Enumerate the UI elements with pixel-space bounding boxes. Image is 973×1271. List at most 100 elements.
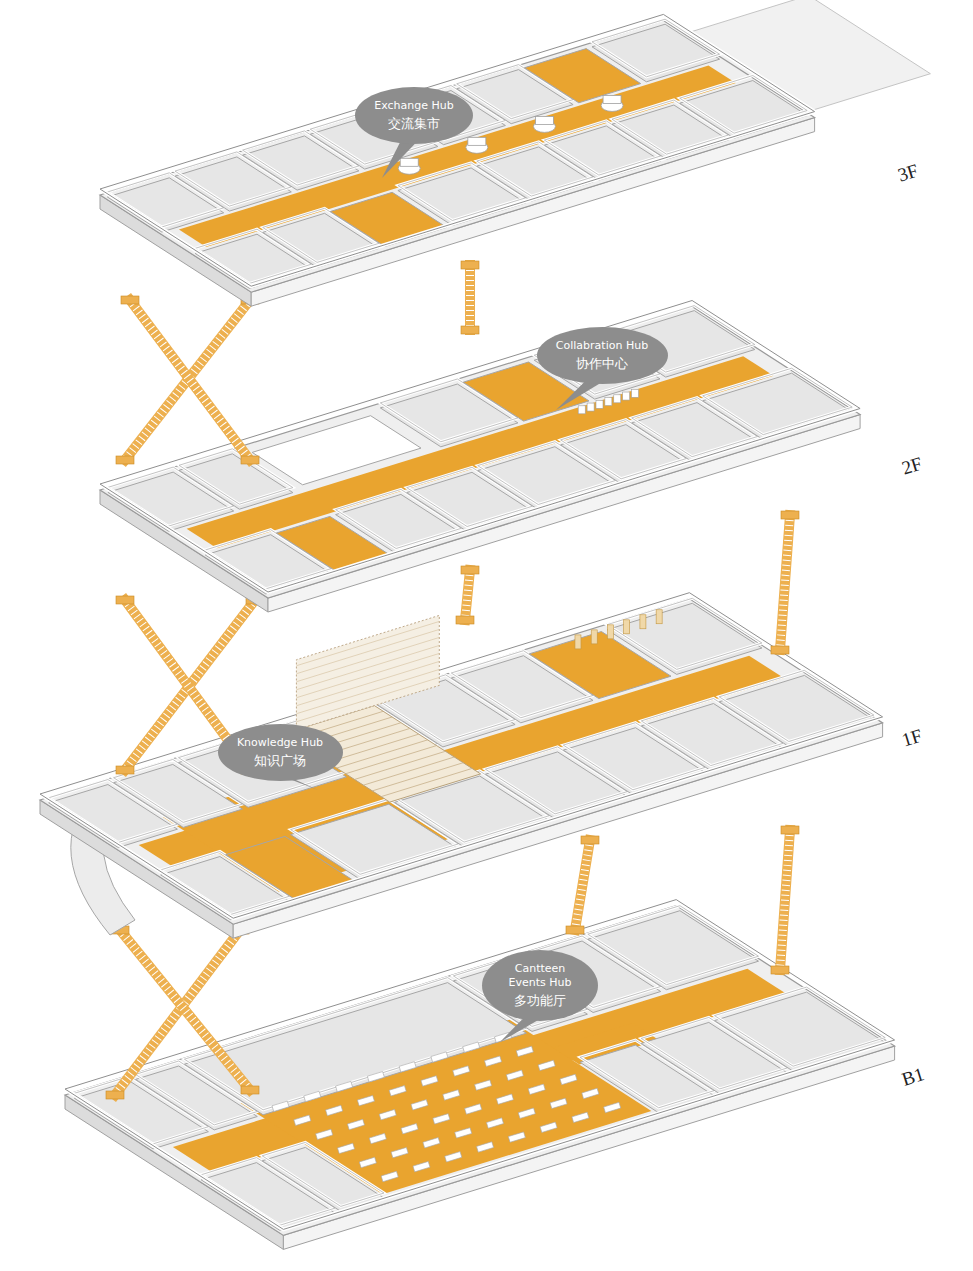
book-shelf <box>296 621 439 665</box>
canteen-table <box>560 1074 577 1084</box>
stair-landing <box>771 966 789 974</box>
canteen-table <box>433 1114 450 1124</box>
floor-plate <box>100 301 860 613</box>
room-wall-edge <box>703 368 853 435</box>
seating-step <box>381 768 472 796</box>
canteen-table <box>347 1119 364 1129</box>
display-stand <box>656 610 662 624</box>
stair-step <box>575 840 590 930</box>
book-shelf <box>296 629 439 673</box>
stair-landing <box>116 456 134 464</box>
bubble-ellipse <box>218 724 343 781</box>
book-shelf <box>296 677 439 721</box>
market-stall-top <box>603 95 621 103</box>
stair-landing <box>121 296 139 304</box>
stair-landing <box>461 261 479 269</box>
canteen-table <box>540 1122 557 1132</box>
bubble-shape <box>217 723 344 782</box>
display-stand <box>607 625 613 639</box>
bubble-shape <box>354 86 474 145</box>
workbench <box>578 406 585 414</box>
stair <box>575 840 590 930</box>
stair-step <box>465 570 470 620</box>
workbench <box>596 400 603 408</box>
canteen-table <box>379 1109 396 1119</box>
canteen-table <box>391 1147 408 1157</box>
canteen-table <box>413 1161 430 1171</box>
book-wall <box>296 615 439 729</box>
stair-landing <box>461 326 479 334</box>
stair-step <box>780 515 790 650</box>
canteen-table <box>411 1100 428 1110</box>
bubble-text-group: Exchange Hub交流集市 <box>374 99 453 132</box>
market-stall-top <box>400 158 418 166</box>
book-shelf <box>296 653 439 697</box>
canteen-table <box>528 1084 545 1094</box>
hub-name-zh: 多功能厅 <box>501 992 579 1009</box>
stair-landing <box>106 1091 124 1099</box>
room-wall <box>715 987 886 1066</box>
canteen-table <box>485 1056 502 1066</box>
book-shelf <box>296 661 439 705</box>
canteen-table <box>455 1128 472 1138</box>
outer-wall <box>100 14 815 286</box>
stair-landing <box>781 826 799 834</box>
canteen-table <box>336 1081 353 1091</box>
stair-landing <box>781 511 799 519</box>
room-wall <box>719 670 874 741</box>
book-shelf <box>296 669 439 713</box>
floor-label: 1F <box>899 725 925 752</box>
room-wall-edge <box>715 987 886 1066</box>
stair-step <box>466 265 474 330</box>
canteen-table <box>367 1072 384 1082</box>
stair-landing <box>241 1086 259 1094</box>
callout-bubble: Exchange Hub交流集市 <box>354 86 474 145</box>
canteen-table <box>516 1046 533 1056</box>
hub-name-zh: 协作中心 <box>556 355 648 372</box>
room-wall-edge <box>719 670 874 741</box>
canteen-table <box>316 1129 333 1139</box>
display-stand <box>591 630 597 644</box>
canteen-table <box>326 1105 343 1115</box>
canteen-table <box>572 1112 589 1122</box>
hub-name: Exchange Hub <box>374 99 453 113</box>
bubble-text-group: Knowledge Hub知识广场 <box>237 736 323 769</box>
canteen-table <box>443 1090 460 1100</box>
stair-landing <box>581 836 599 844</box>
display-stand <box>624 620 630 634</box>
floor-label: 2F <box>899 453 925 480</box>
canteen-table <box>381 1171 398 1181</box>
corridor <box>179 66 736 248</box>
canteen-table <box>550 1098 567 1108</box>
workbench <box>605 398 612 406</box>
book-shelf <box>296 645 439 689</box>
stair <box>465 570 470 620</box>
seating-step <box>355 751 446 779</box>
stair <box>780 830 790 970</box>
floor-label: 3F <box>895 160 921 187</box>
room-wall <box>680 76 808 134</box>
room-wall <box>703 368 853 435</box>
room-wall-edge <box>680 76 808 134</box>
canteen-table <box>431 1052 448 1062</box>
floor-plate <box>40 593 883 939</box>
book-shelf <box>296 637 439 681</box>
stair-landing <box>241 456 259 464</box>
stair <box>130 300 250 460</box>
callout-bubble: Cantteen Events Hub多功能厅 <box>481 949 599 1022</box>
stair-landing <box>566 926 584 934</box>
bubble-shape <box>536 326 669 385</box>
floor-plate <box>100 14 815 306</box>
room <box>184 983 526 1115</box>
room-wall <box>592 19 720 77</box>
canteen-table <box>582 1088 599 1098</box>
canteen-table <box>359 1157 376 1167</box>
slab-top <box>65 906 895 1236</box>
stair-step <box>780 830 790 970</box>
canteen-table <box>421 1076 438 1086</box>
outer-wall-edge <box>100 301 860 593</box>
callout-bubble: Knowledge Hub知识广场 <box>217 723 344 782</box>
workbench <box>623 392 630 400</box>
display-stand <box>575 635 581 649</box>
